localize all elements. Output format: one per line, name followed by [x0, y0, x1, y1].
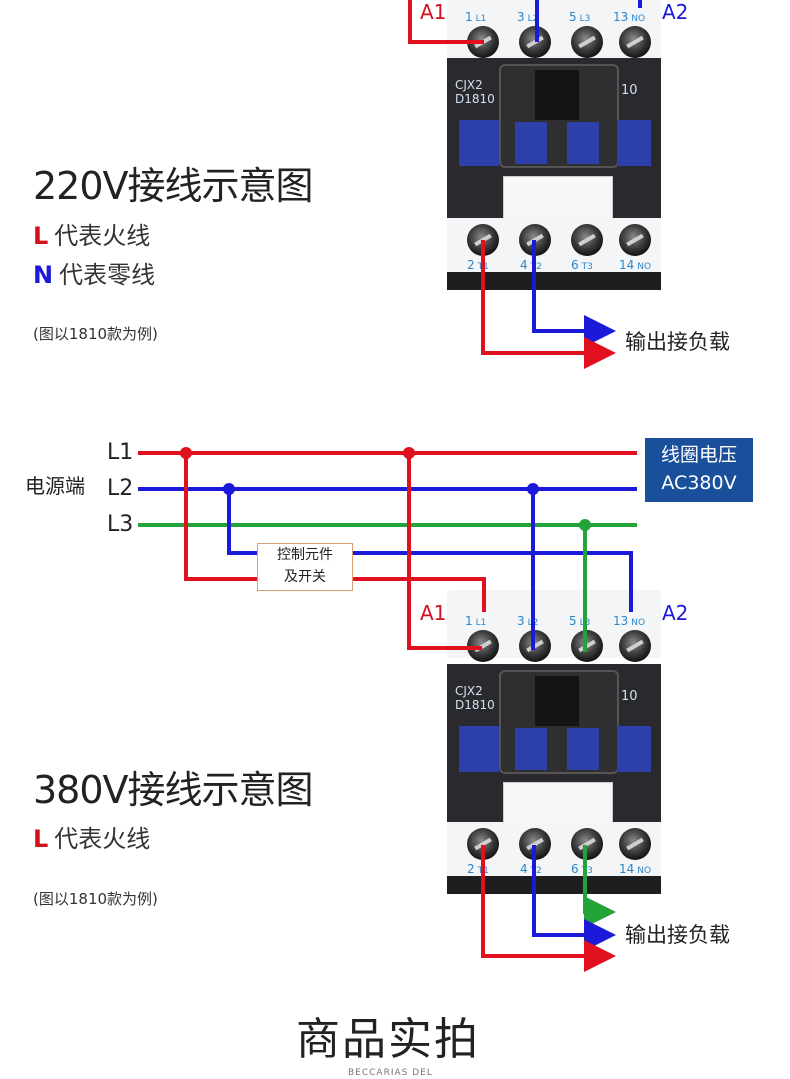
indicator-blue — [515, 728, 547, 770]
wire-l1-feed — [407, 453, 482, 650]
coil-voltage-box: 线圈电压 AC380V — [645, 438, 753, 502]
control-switch-box: 控制元件 及开关 — [257, 543, 353, 591]
slide-cover — [503, 176, 613, 224]
wire-t2-out-blue — [532, 240, 616, 347]
armature-slot — [535, 70, 579, 120]
wire-t2-out-blue — [532, 845, 616, 951]
source-label: 电源端 — [25, 474, 85, 498]
junction-dot — [579, 519, 591, 531]
junction-dot — [403, 447, 415, 459]
screw-icon — [619, 828, 651, 860]
indicator-blue — [459, 120, 499, 166]
wire-t1-out-red — [481, 240, 616, 369]
coil-voltage-value: AC380V — [661, 472, 737, 494]
indicator-blue — [459, 726, 499, 772]
coil-terminal-a2: A2 — [662, 0, 689, 24]
junction-dot — [527, 483, 539, 495]
line-label-l2: L2 — [107, 476, 134, 501]
wire-ctrl-blue — [227, 489, 633, 612]
screw-icon — [619, 630, 651, 662]
section-title: 商品实拍 — [296, 1014, 480, 1065]
coil-terminal-a1: A1 — [420, 0, 447, 24]
output-load-label: 输出接负载 — [625, 923, 730, 947]
wire-t1-out-red — [481, 845, 616, 972]
wire-a1-red — [408, 0, 484, 44]
indicator-blue — [617, 120, 651, 166]
wire-t3-out-green — [583, 845, 616, 928]
indicator-blue — [567, 728, 599, 770]
aux-code: 10 — [621, 83, 638, 98]
contactor-base — [447, 876, 661, 894]
indicator-blue — [515, 122, 547, 164]
line-label-l1: L1 — [107, 440, 134, 465]
coil-voltage-label: 线圈电压 — [660, 444, 737, 466]
junction-dot — [180, 447, 192, 459]
indicator-blue — [567, 122, 599, 164]
diagram-380-title: 380V接线示意图 — [33, 768, 314, 812]
coil-terminal-a1: A1 — [420, 601, 447, 625]
control-label-1: 控制元件 — [277, 547, 333, 563]
diagram-220-title: 220V接线示意图 — [33, 164, 314, 208]
contactor-base — [447, 272, 661, 290]
screw-icon — [619, 26, 651, 58]
screw-icon — [571, 224, 603, 256]
line-label-l3: L3 — [107, 512, 134, 537]
indicator-blue — [617, 726, 651, 772]
screw-icon — [571, 26, 603, 58]
junction-dot — [223, 483, 235, 495]
control-label-2: 及开关 — [284, 569, 326, 585]
screw-icon — [619, 224, 651, 256]
coil-terminal-a2: A2 — [662, 601, 689, 625]
output-load-label: 输出接负载 — [625, 330, 730, 354]
armature-slot — [535, 676, 579, 726]
aux-code: 10 — [621, 689, 638, 704]
diagram-380-note: (图以1810款为例) — [33, 890, 158, 908]
diagram-220-note: (图以1810款为例) — [33, 325, 158, 343]
section-subtitle: BECCARIAS DEL — [348, 1068, 433, 1078]
